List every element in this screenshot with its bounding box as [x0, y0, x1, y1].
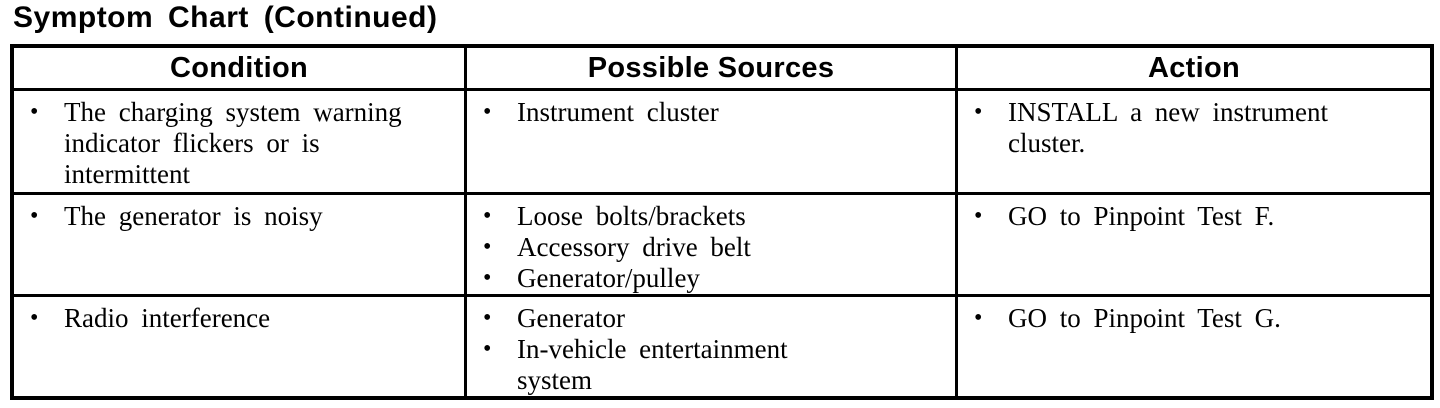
bullet-icon: •: [483, 203, 492, 229]
action-cell: • GO to Pinpoint Test F.: [955, 192, 1434, 297]
list-item-text: Radio interference: [64, 303, 271, 333]
bullet-icon: •: [483, 99, 492, 125]
list-item: • Loose bolts/brackets: [483, 201, 949, 232]
list-item-text: Instrument cluster: [517, 97, 719, 127]
list-item: • The charging system warning indicator f…: [30, 97, 458, 190]
sources-cell: • Instrument cluster: [464, 88, 958, 195]
list-item: • Radio interference: [30, 303, 458, 334]
table-row: • The charging system warning indicator f…: [10, 88, 1434, 195]
condition-cell: • Radio interference: [10, 294, 467, 400]
bullet-icon: •: [483, 234, 492, 260]
list-item: • GO to Pinpoint Test F.: [974, 201, 1424, 232]
condition-cell: • The charging system warning indicator f…: [10, 88, 467, 195]
table-header-row: Condition Possible Sources Action: [10, 44, 1434, 91]
bullet-icon: •: [483, 336, 492, 362]
column-header-possible-sources: Possible Sources: [464, 44, 958, 91]
list-item-text: Accessory drive belt: [517, 232, 751, 262]
list-item-text: INSTALL a new instrument cluster.: [1008, 97, 1329, 158]
action-cell: • GO to Pinpoint Test G.: [955, 294, 1434, 400]
bullet-icon: •: [974, 305, 983, 331]
page-title: Symptom Chart (Continued): [13, 1, 438, 34]
list-item-text: The generator is noisy: [64, 201, 323, 231]
column-header-condition: Condition: [10, 44, 467, 91]
action-cell: • INSTALL a new instrument cluster.: [955, 88, 1434, 195]
list-item: • Generator/pulley: [483, 263, 949, 294]
bullet-icon: •: [30, 305, 39, 331]
list-item: • The generator is noisy: [30, 201, 458, 232]
list-item-text: The charging system warning indicator fl…: [64, 97, 402, 189]
list-item-text: Generator: [517, 303, 625, 333]
list-item: • Generator: [483, 303, 949, 334]
sources-cell: • Generator • In-vehicle entertainment syst…: [464, 294, 958, 400]
bullet-icon: •: [30, 203, 39, 229]
list-item: • INSTALL a new instrument cluster.: [974, 97, 1424, 159]
list-item-text: GO to Pinpoint Test G.: [1008, 303, 1281, 333]
bullet-icon: •: [974, 203, 983, 229]
list-item-text: GO to Pinpoint Test F.: [1008, 201, 1275, 231]
list-item: • In-vehicle entertainment system: [483, 334, 949, 396]
list-item: • Accessory drive belt: [483, 232, 949, 263]
bullet-icon: •: [974, 99, 983, 125]
list-item: • Instrument cluster: [483, 97, 949, 128]
table-row: • The generator is noisy • Loose bolts/bra…: [10, 192, 1434, 297]
column-header-action: Action: [955, 44, 1434, 91]
list-item: • GO to Pinpoint Test G.: [974, 303, 1424, 334]
list-item-text: Generator/pulley: [517, 263, 700, 293]
sources-cell: • Loose bolts/brackets • Accessory drive be…: [464, 192, 958, 297]
symptom-chart-table: Condition Possible Sources Action • The c…: [10, 44, 1434, 400]
bullet-icon: •: [483, 305, 492, 331]
bullet-icon: •: [483, 265, 492, 291]
table-row: • Radio interference • Generator • In-vehicl…: [10, 294, 1434, 400]
list-item-text: Loose bolts/brackets: [517, 201, 746, 231]
bullet-icon: •: [30, 99, 39, 125]
list-item-text: In-vehicle entertainment system: [517, 334, 788, 395]
condition-cell: • The generator is noisy: [10, 192, 467, 297]
